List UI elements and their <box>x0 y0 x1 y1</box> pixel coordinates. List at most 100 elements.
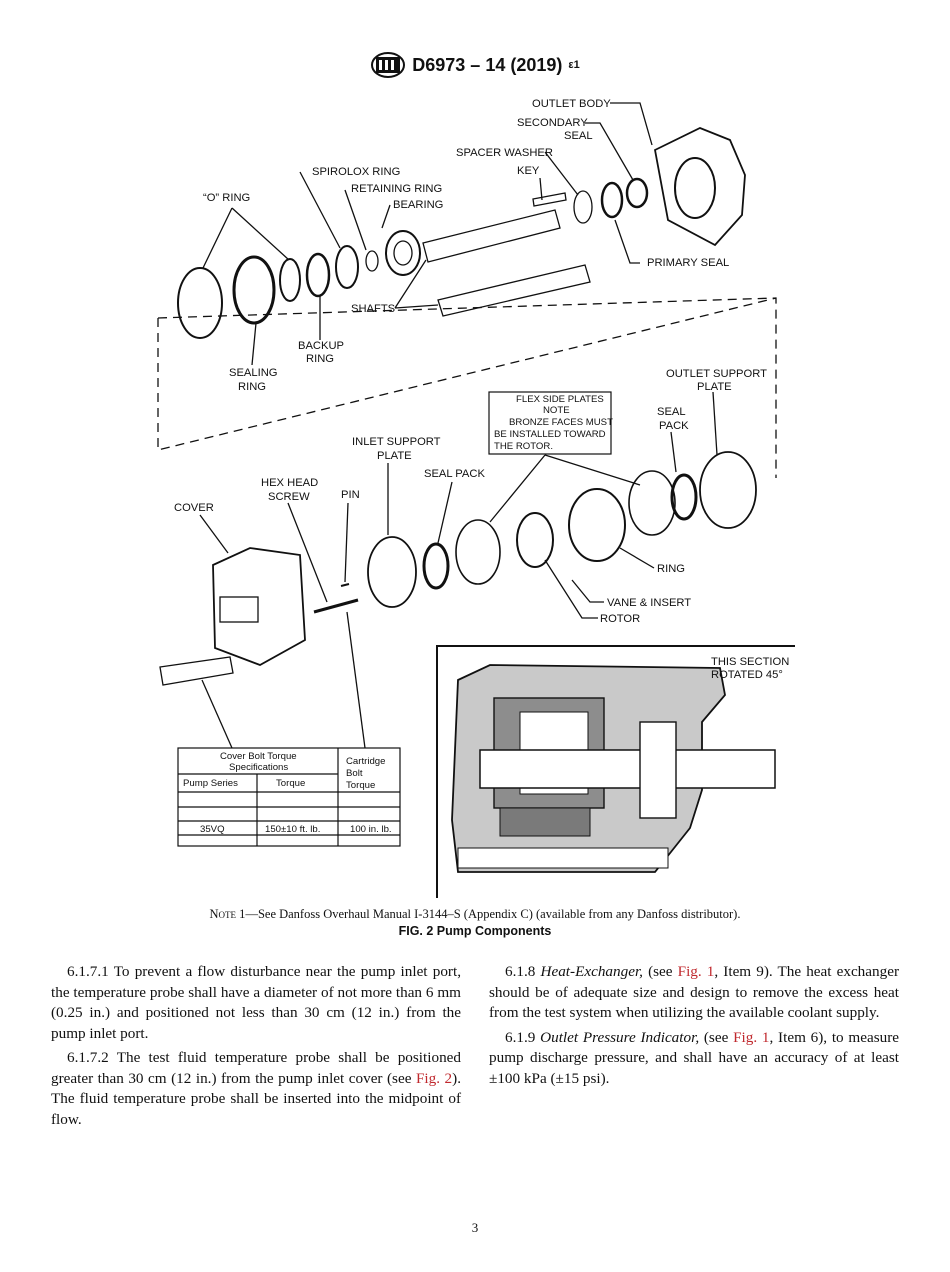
cover-bolt <box>159 656 234 686</box>
label-bearing: BEARING <box>393 199 443 211</box>
upper-shaft <box>422 209 561 263</box>
note-text: —See Danfoss Overhaul Manual I-3144–S (A… <box>245 907 741 921</box>
label-outlet-support-plate-1: OUTLET SUPPORT <box>666 368 767 380</box>
p4-num: 6.1.9 <box>505 1028 541 1046</box>
left-column: 6.1.7.1 To prevent a flow disturbance ne… <box>51 962 461 1134</box>
p3-text-b: , Item 9). The heat exchanger should be … <box>489 963 900 1021</box>
dashed-enclosure <box>157 297 777 478</box>
epsilon-superscript: ε1 <box>568 59 580 71</box>
flex-side-plate <box>455 519 501 585</box>
outlet-body <box>653 127 746 247</box>
label-outlet-body: OUTLET BODY <box>532 98 611 110</box>
spirolox-ring <box>335 245 359 289</box>
flex-note-box <box>488 391 612 455</box>
label-inlet-support-plate-1: INLET SUPPORT <box>352 436 441 448</box>
flex-note-3: BRONZE FACES MUST <box>509 417 613 428</box>
hex-head-screw <box>313 598 359 614</box>
paragraph-6-1-7-2: 6.1.7.2 The test fluid temperature probe… <box>51 1048 461 1130</box>
label-section-2: ROTATED 45° <box>711 669 783 681</box>
label-vane-insert: VANE & INSERT <box>607 597 691 609</box>
fig-2-link[interactable]: Fig. 2 <box>415 1069 453 1087</box>
label-ring: RING <box>657 563 685 575</box>
paragraph-6-1-8: 6.1.8 Heat-Exchanger, (see Fig. 1, Item … <box>489 962 899 1024</box>
table-cartridge-2: Bolt <box>346 768 363 779</box>
label-cover: COVER <box>174 502 214 514</box>
label-secondary-seal-2: SEAL <box>564 130 593 142</box>
backup-ring <box>305 252 331 298</box>
table-cartridge-3: Torque <box>346 780 375 791</box>
table-row-torque: 150±10 ft. lb. <box>265 824 320 835</box>
paragraph-6-1-7-1: 6.1.7.1 To prevent a flow disturbance ne… <box>51 963 461 1042</box>
label-primary-seal: PRIMARY SEAL <box>647 257 729 269</box>
lower-shaft <box>437 264 591 317</box>
table-row-cartridge: 100 in. lb. <box>350 824 392 835</box>
table-col-torque: Torque <box>276 778 305 789</box>
cross-section-view <box>436 645 795 898</box>
label-retaining-ring: RETAINING RING <box>351 183 442 195</box>
inlet-support-plate <box>367 536 417 608</box>
p4-text-a: (see <box>699 1028 734 1046</box>
figure-caption: FIG. 2 Pump Components <box>398 924 552 938</box>
p4-text-b: , Item 6), to measure pump discharge pre… <box>489 1028 900 1087</box>
o-ring-large <box>177 267 223 339</box>
label-o-ring: “O” RING <box>203 192 250 204</box>
designation: D6973 – 14 (2019) <box>412 54 563 75</box>
label-seal-pack-right-2: PACK <box>659 420 689 432</box>
fig-1-link-a[interactable]: Fig. 1 <box>677 963 715 980</box>
seal-pack-left <box>422 542 450 590</box>
figure-note: Note 1—See Danfoss Overhaul Manual I-314… <box>0 907 950 922</box>
label-key: KEY <box>517 165 540 177</box>
p3-title: Heat-Exchanger, <box>540 963 643 980</box>
pump-cover <box>212 547 306 666</box>
o-ring-small <box>279 258 301 302</box>
table-cartridge-1: Cartridge <box>346 756 385 767</box>
key <box>532 192 567 207</box>
label-spirolox-ring: SPIROLOX RING <box>312 166 400 178</box>
p2-text-b: ). The fluid temperature probe shall be … <box>51 1069 461 1128</box>
label-backup-ring-2: RING <box>306 353 334 365</box>
cam-ring <box>568 488 626 562</box>
p3-text-a: (see <box>642 963 678 980</box>
flex-note-5: THE ROTOR. <box>494 441 553 452</box>
label-inlet-support-plate-2: PLATE <box>377 450 412 462</box>
sealing-ring <box>232 255 276 325</box>
pin <box>340 583 350 587</box>
outlet-support-plate <box>699 451 757 529</box>
label-backup-ring-1: BACKUP <box>298 340 344 352</box>
flex-side-plate-right <box>628 470 676 536</box>
paragraph-6-1-9: 6.1.9 Outlet Pressure Indicator, (see Fi… <box>489 1028 899 1090</box>
flex-note-4: BE INSTALLED TOWARD <box>494 429 606 440</box>
flex-note-2: NOTE <box>543 405 570 416</box>
label-pin: PIN <box>341 489 360 501</box>
flex-note-1: FLEX SIDE PLATES <box>516 394 604 405</box>
table-row-series: 35VQ <box>200 824 225 835</box>
label-seal-pack-left: SEAL PACK <box>424 468 485 480</box>
bearing <box>385 230 421 276</box>
rotor <box>516 512 554 568</box>
table-title-1: Cover Bolt Torque <box>220 751 297 762</box>
retaining-ring <box>365 250 379 272</box>
seal-pack-right <box>670 473 698 521</box>
label-seal-pack-right-1: SEAL <box>657 406 686 418</box>
spacer-washer <box>573 190 593 224</box>
label-shafts: SHAFTS <box>351 303 395 315</box>
label-outlet-support-plate-2: PLATE <box>697 381 732 393</box>
primary-seal <box>600 181 624 219</box>
table-title-2: Specifications <box>229 762 288 773</box>
secondary-seal <box>625 177 649 209</box>
label-hex-head-screw-1: HEX HEAD <box>261 477 318 489</box>
label-hex-head-screw-2: SCREW <box>268 491 310 503</box>
p4-title: Outlet Pressure Indicator, <box>540 1028 700 1046</box>
astm-logo-icon <box>371 52 406 78</box>
pump-components-figure: OUTLET BODY SECONDARY SEAL SPACER WASHER… <box>157 98 795 898</box>
document-header: D6973 – 14 (2019) ε1 <box>0 52 950 83</box>
p2-text-a: 6.1.7.2 The test fluid temperature probe… <box>51 1049 461 1087</box>
note-prefix: Note 1 <box>209 907 246 921</box>
right-column: 6.1.8 Heat-Exchanger, (see Fig. 1, Item … <box>489 962 899 1093</box>
label-rotor: ROTOR <box>600 613 640 625</box>
table-col-series: Pump Series <box>183 778 238 789</box>
label-spacer-washer: SPACER WASHER <box>456 147 553 159</box>
label-secondary-seal-1: SECONDARY <box>517 117 588 129</box>
fig-1-link-b[interactable]: Fig. 1 <box>733 1028 770 1046</box>
p3-num: 6.1.8 <box>505 963 541 980</box>
